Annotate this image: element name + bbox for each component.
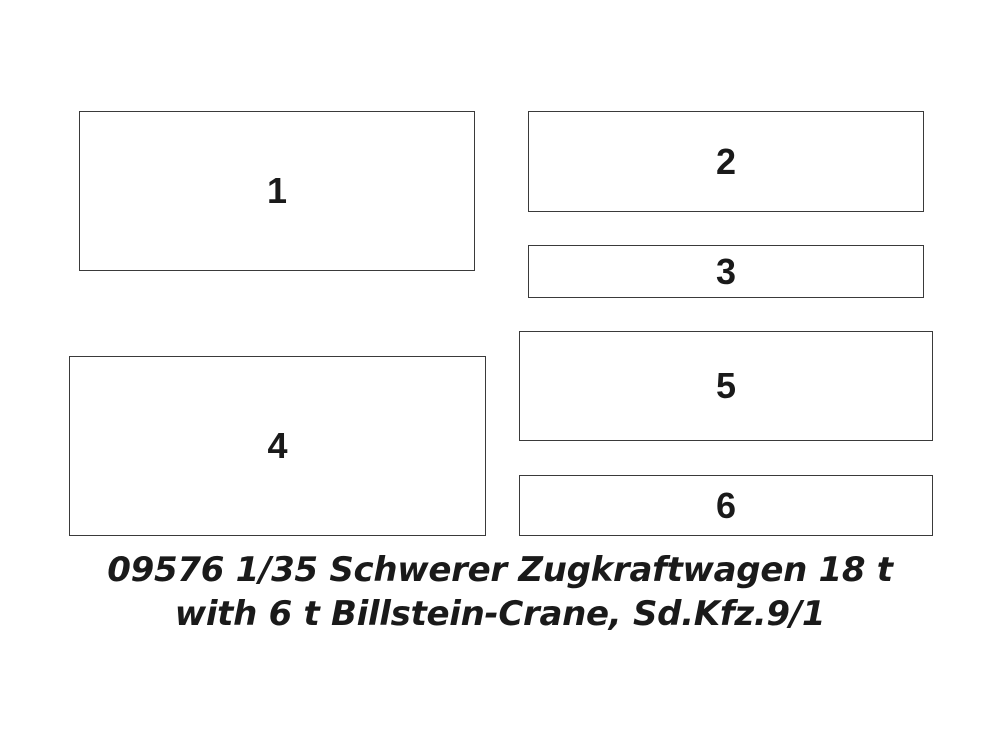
panel-number-1: 1 <box>266 170 288 211</box>
product-caption: 09576 1/35 Schwerer Zugkraftwagen 18 t w… <box>0 548 1000 636</box>
decal-panel-6: 6 <box>519 475 933 536</box>
decal-panel-1: 1 <box>79 111 475 271</box>
decal-panel-2: 2 <box>528 111 924 212</box>
decal-panel-5: 5 <box>519 331 933 441</box>
panel-number-5: 5 <box>715 365 737 406</box>
panel-number-6: 6 <box>715 484 737 526</box>
panel-number-3: 3 <box>715 250 737 292</box>
caption-line-2: with 6 t Billstein-Crane, Sd.Kfz.9/1 <box>174 594 826 634</box>
decal-panel-3: 3 <box>528 245 924 298</box>
caption-line-1: 09576 1/35 Schwerer Zugkraftwagen 18 t <box>107 550 893 590</box>
panel-number-4: 4 <box>267 425 288 466</box>
panel-number-2: 2 <box>715 140 737 182</box>
decal-panel-4: 4 <box>69 356 486 536</box>
